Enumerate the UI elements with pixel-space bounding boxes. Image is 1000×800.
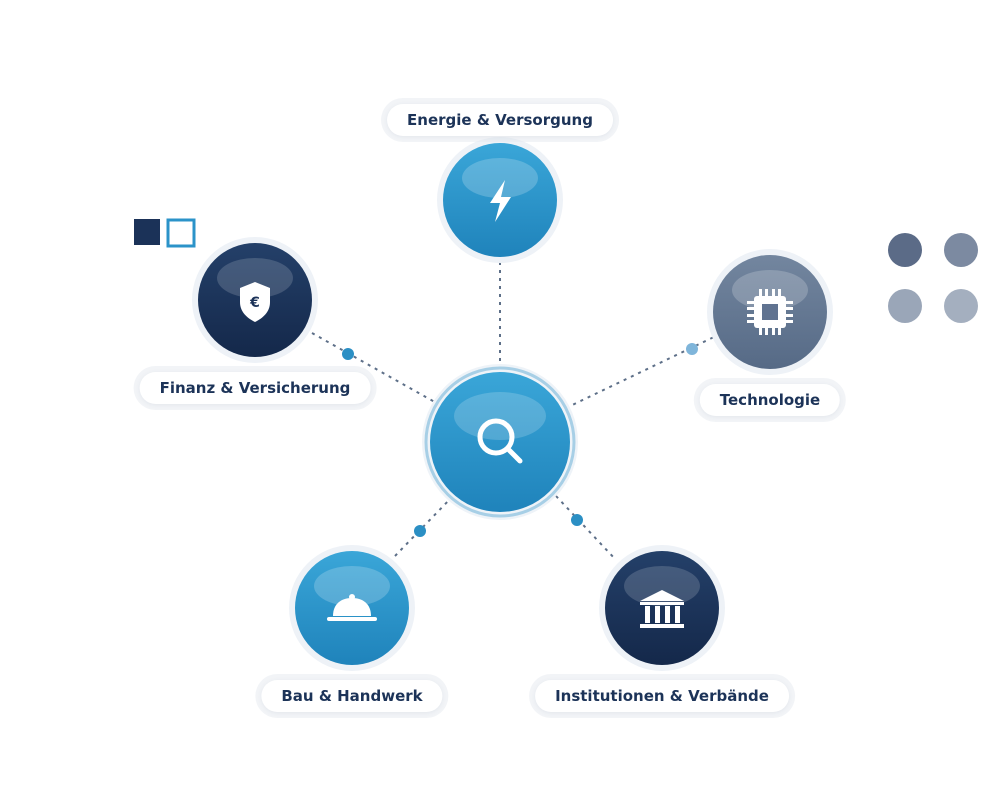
connector-institutionen xyxy=(555,495,617,561)
label-technologie[interactable]: Technologie xyxy=(699,384,841,416)
node-bau[interactable] xyxy=(289,545,415,671)
center-hub[interactable] xyxy=(422,364,578,520)
decorative-dots xyxy=(888,233,978,323)
search-icon xyxy=(477,418,523,464)
node-technologie[interactable] xyxy=(707,249,833,375)
svg-text:€: € xyxy=(249,295,260,311)
decorative-squares xyxy=(134,218,196,248)
bank-building-icon xyxy=(640,590,684,628)
lightning-icon xyxy=(490,180,511,222)
label-institutionen[interactable]: Institutionen & Verbände xyxy=(535,680,789,712)
service-bell-icon xyxy=(327,594,377,621)
euro-shield-icon: € xyxy=(240,282,270,322)
node-energie[interactable] xyxy=(437,137,563,263)
connector-dots xyxy=(342,343,698,537)
node-institutionen[interactable] xyxy=(599,545,725,671)
label-energie[interactable]: Energie & Versorgung xyxy=(387,104,613,136)
label-bau[interactable]: Bau & Handwerk xyxy=(261,680,443,712)
chip-icon xyxy=(747,289,793,335)
label-finanz[interactable]: Finanz & Versicherung xyxy=(139,372,371,404)
node-finanz[interactable]: € xyxy=(192,237,318,363)
connector-finanz xyxy=(311,332,441,406)
